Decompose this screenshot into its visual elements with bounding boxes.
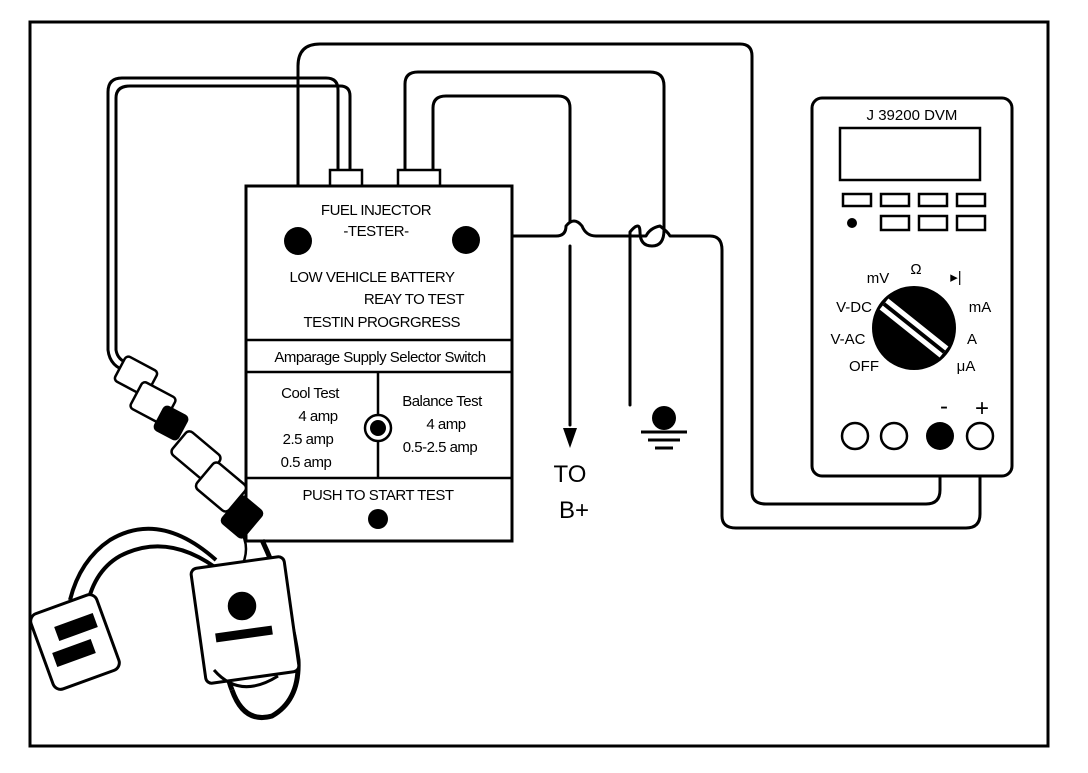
dvm-terminal[interactable] bbox=[840, 421, 870, 451]
b-plus-wire-inner bbox=[431, 94, 572, 224]
dial-diode-icon: ▸| bbox=[950, 269, 961, 286]
balance-test-label: Balance Test bbox=[402, 393, 483, 410]
adapter-collar bbox=[220, 495, 264, 539]
terminal-minus-label: - bbox=[940, 393, 948, 420]
dial-ua: μA bbox=[957, 358, 976, 375]
rotary-dial-icon[interactable] bbox=[872, 286, 956, 370]
power-connector bbox=[396, 168, 442, 188]
dial-vac: V-AC bbox=[830, 331, 865, 348]
status-ready: REAY TO TEST bbox=[364, 291, 464, 308]
push-to-start-label: PUSH TO START TEST bbox=[302, 487, 453, 504]
dial-a: A bbox=[967, 331, 977, 348]
b-plus-label: B+ bbox=[559, 497, 589, 524]
probe-jack-right[interactable] bbox=[452, 226, 480, 254]
dvm-key[interactable] bbox=[955, 214, 987, 232]
dial-ohm: Ω bbox=[910, 261, 921, 278]
dvm-key[interactable] bbox=[917, 214, 949, 232]
dial-ma: mA bbox=[969, 299, 992, 316]
injector-module bbox=[189, 555, 301, 685]
coil-test-option: 4 amp bbox=[298, 408, 337, 425]
balance-test-option: 0.5-2.5 amp bbox=[403, 439, 478, 456]
dvm-indicator-dot bbox=[847, 218, 857, 228]
status-in-progress: TESTIN PROGRGRESS bbox=[303, 314, 460, 331]
ground-icon bbox=[641, 406, 687, 450]
module-logo-icon bbox=[227, 591, 257, 621]
dvm-display bbox=[838, 126, 982, 182]
balance-test-option: 4 amp bbox=[426, 416, 465, 433]
dvm-key[interactable] bbox=[955, 192, 987, 208]
dvm-terminal[interactable] bbox=[879, 421, 909, 451]
dvm-terminal-plus[interactable] bbox=[965, 421, 995, 451]
harness-cable-inner bbox=[114, 84, 352, 366]
digital-voltmeter: J 39200 DVM mV Ω ▸| V-DC V-AC OFF mA A μ… bbox=[810, 96, 1014, 478]
plus-lead-wire bbox=[486, 219, 982, 530]
injector-connector bbox=[29, 593, 121, 691]
status-low-battery: LOW VEHICLE BATTERY bbox=[290, 269, 455, 286]
dvm-terminal-minus[interactable] bbox=[926, 422, 954, 450]
dvm-key[interactable] bbox=[879, 214, 911, 232]
amperage-selector-knob[interactable] bbox=[363, 413, 393, 443]
injector-harness bbox=[29, 355, 301, 720]
dvm-key[interactable] bbox=[879, 192, 911, 208]
dial-mv: mV bbox=[867, 270, 890, 287]
terminal-plus-label: + bbox=[975, 395, 989, 422]
probe-jack-left[interactable] bbox=[284, 227, 312, 255]
start-test-button[interactable] bbox=[368, 509, 388, 529]
fuel-injector-tester: FUEL INJECTOR -TESTER- LOW VEHICLE BATTE… bbox=[244, 168, 514, 543]
arrow-down-icon bbox=[563, 428, 577, 448]
dvm-model-label: J 39200 DVM bbox=[867, 107, 958, 124]
selector-switch-label: Amparage Supply Selector Switch bbox=[274, 349, 485, 366]
tester-title-line1: FUEL INJECTOR bbox=[321, 202, 432, 219]
outer-frame bbox=[28, 20, 1050, 748]
dvm-key[interactable] bbox=[841, 192, 873, 208]
to-label: TO bbox=[554, 461, 587, 488]
coil-test-option: 0.5 amp bbox=[281, 454, 332, 471]
dial-vdc: V-DC bbox=[836, 299, 872, 316]
coil-test-label: Cool Test bbox=[281, 385, 340, 402]
dvm-keypad bbox=[841, 192, 987, 232]
dvm-key[interactable] bbox=[917, 192, 949, 208]
tester-title-line2: -TESTER- bbox=[343, 223, 409, 240]
harness-cable bbox=[106, 76, 340, 374]
coil-test-option: 2.5 amp bbox=[283, 431, 334, 448]
harness-connector bbox=[328, 168, 364, 188]
minus-lead-wire bbox=[296, 42, 942, 506]
b-plus-wire bbox=[403, 70, 666, 407]
wires bbox=[106, 42, 982, 530]
dial-off: OFF bbox=[849, 358, 879, 375]
harness-coupler bbox=[153, 405, 189, 441]
